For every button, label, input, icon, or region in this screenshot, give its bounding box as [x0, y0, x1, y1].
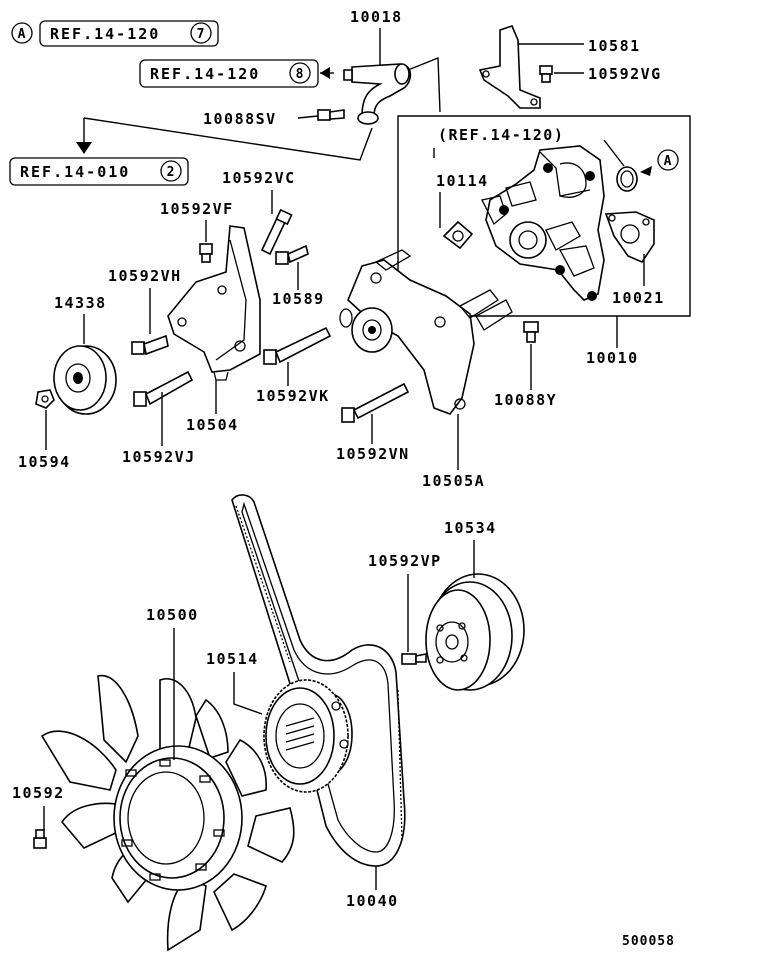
o-ring[interactable]: [616, 166, 638, 192]
fan-clutch-10514[interactable]: [263, 679, 353, 793]
water-pump-10010[interactable]: [481, 145, 605, 301]
part-label-10592vg[interactable]: 10592VG: [588, 65, 662, 83]
bolt-10592vj[interactable]: [133, 370, 194, 407]
part-label-10592vp[interactable]: 10592VP: [368, 552, 442, 570]
bolt-10592vk[interactable]: [263, 326, 332, 365]
ref-box-14-010-2[interactable]: REF.14-010 2: [9, 157, 189, 186]
part-label-10534[interactable]: 10534: [444, 519, 497, 537]
part-label-10505a[interactable]: 10505A: [422, 472, 485, 490]
assembly-box-10010: [397, 115, 691, 317]
part-label-10592vk[interactable]: 10592VK: [256, 387, 330, 405]
arrow-right-icon: [640, 166, 652, 176]
diagram-id: 500058: [622, 934, 675, 949]
part-label-14338[interactable]: 14338: [54, 294, 107, 312]
ref-box-14-120-8[interactable]: REF.14-120 8: [139, 59, 319, 88]
ref-box-14-120-7[interactable]: A REF.14-120 7: [11, 20, 219, 47]
part-label-10018[interactable]: 10018: [350, 8, 403, 26]
part-label-10040[interactable]: 10040: [346, 892, 399, 910]
part-label-10592[interactable]: 10592: [12, 784, 65, 802]
nut-10594[interactable]: [35, 389, 55, 409]
tensioner-bracket-10504[interactable]: [167, 225, 261, 381]
arrow-down-icon: [76, 142, 92, 154]
leader-line: [233, 672, 263, 715]
leader-line: [297, 115, 319, 119]
callout-circle: [657, 149, 679, 171]
ref-number: 2: [167, 165, 176, 180]
part-label-10514[interactable]: 10514: [206, 650, 259, 668]
gasket-10114[interactable]: [442, 220, 474, 250]
part-label-10504[interactable]: 10504: [186, 416, 239, 434]
ref-text: REF.14-120: [50, 25, 160, 43]
bolt-10592vf[interactable]: [199, 243, 213, 263]
v-belt-10040[interactable]: [231, 494, 406, 867]
callout-letter: A: [664, 154, 673, 169]
bracket-10581[interactable]: [478, 25, 541, 109]
bolt-10592vg[interactable]: [539, 65, 553, 83]
ref-text: REF.14-120: [150, 65, 260, 83]
tensioner-10505a[interactable]: [339, 249, 513, 415]
bolt-10088sv[interactable]: [317, 109, 345, 121]
ref-number: 7: [197, 27, 206, 42]
part-label-10581[interactable]: 10581: [588, 37, 641, 55]
part-label-10010[interactable]: 10010: [586, 349, 639, 367]
bolt-10592vn[interactable]: [341, 382, 410, 423]
bolt-10589[interactable]: [275, 244, 309, 265]
idler-pulley-14338[interactable]: [53, 345, 117, 415]
ref-circle-letter: A: [18, 27, 27, 42]
cooling-fan-10500[interactable]: [40, 674, 295, 952]
ref-number: 8: [296, 67, 305, 82]
bolt-10592vc[interactable]: [260, 208, 293, 256]
part-label-10592vc[interactable]: 10592VC: [222, 169, 296, 187]
part-label-10592vh[interactable]: 10592VH: [108, 267, 182, 285]
part-label-10500[interactable]: 10500: [146, 606, 199, 624]
bolt-10592[interactable]: [33, 829, 47, 849]
ref-leader-line: [83, 117, 373, 161]
leader-line: [407, 56, 441, 113]
part-label-10592vf[interactable]: 10592VF: [160, 200, 234, 218]
bolt-10592vp[interactable]: [401, 653, 427, 665]
gasket-10021[interactable]: [604, 211, 655, 263]
arrow-left-icon: [320, 67, 330, 79]
part-label-10114[interactable]: 10114: [436, 172, 489, 190]
part-label-10021[interactable]: 10021: [612, 289, 665, 307]
bolt-10088y[interactable]: [523, 321, 539, 343]
leader-line: [603, 139, 625, 167]
ref-text: REF.14-010: [20, 163, 130, 181]
water-pump-pulley-10534[interactable]: [425, 573, 525, 691]
water-hose-10018[interactable]: [343, 63, 412, 125]
bolt-10592vh[interactable]: [131, 334, 169, 356]
part-label-10088sv[interactable]: 10088SV: [203, 110, 277, 128]
part-label-10589[interactable]: 10589: [272, 290, 325, 308]
ref-label-inner[interactable]: (REF.14-120): [438, 126, 564, 144]
part-label-10592vn[interactable]: 10592VN: [336, 445, 410, 463]
part-label-10088y[interactable]: 10088Y: [494, 391, 557, 409]
part-label-10594[interactable]: 10594: [18, 453, 71, 471]
part-label-10592vj[interactable]: 10592VJ: [122, 448, 196, 466]
